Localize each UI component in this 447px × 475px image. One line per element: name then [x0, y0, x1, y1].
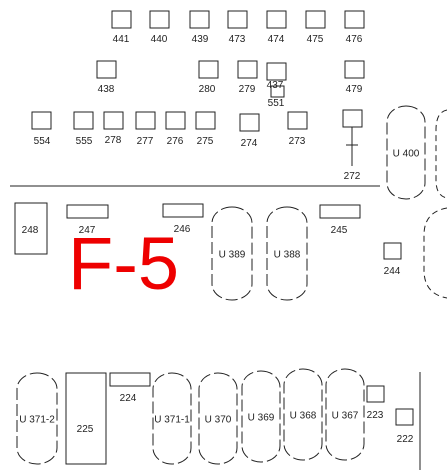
room-box-273 [287, 111, 308, 130]
room-label-551: 551 [268, 98, 285, 109]
capsule-u-367 [325, 368, 365, 461]
unit-box-248 [14, 202, 48, 255]
capsule-label-u-367: U 367 [332, 411, 359, 422]
room-box-223 [366, 385, 385, 403]
room-box-440 [149, 10, 170, 29]
capsule-u-388 [266, 206, 308, 301]
capsule-u-370 [198, 372, 238, 465]
room-box-244 [383, 242, 402, 260]
room-box-280 [198, 60, 219, 79]
room-box-277 [135, 111, 156, 130]
capsule-label-u-389: U 389 [219, 250, 246, 261]
slot-box-245 [319, 204, 361, 219]
capsule-u-389 [211, 206, 253, 301]
slot-label-245: 245 [331, 225, 348, 236]
room-label-279: 279 [239, 84, 256, 95]
room-box-473 [227, 10, 248, 29]
room-label-440: 440 [151, 34, 168, 45]
slot-label-246: 246 [174, 224, 191, 235]
capsule-u-369 [241, 370, 281, 463]
room-label-555: 555 [76, 136, 93, 147]
room-label-272: 272 [344, 171, 361, 182]
room-box-555 [73, 111, 94, 130]
room-label-554: 554 [34, 136, 51, 147]
room-label-274: 274 [241, 138, 258, 149]
capsule-label-u-371-1: U 371-1 [154, 415, 190, 426]
edge-capsule-mid [423, 207, 447, 299]
slot-label-224: 224 [120, 393, 137, 404]
room-label-222: 222 [397, 434, 414, 445]
room-box-222 [395, 408, 414, 426]
capsule-u-371-2 [16, 372, 58, 465]
unit-box-225 [65, 372, 107, 465]
slot-box-224 [109, 372, 151, 387]
room-label-276: 276 [167, 136, 184, 147]
room-box-437 [266, 62, 287, 81]
inner-box-437 [270, 85, 285, 98]
room-label-479: 479 [346, 84, 363, 95]
unit-label-225: 225 [77, 424, 94, 435]
capsule-u-371-1 [152, 372, 192, 465]
room-box-438 [96, 60, 117, 79]
room-box-474 [266, 10, 287, 29]
room-label-244: 244 [384, 266, 401, 277]
room-label-437: 437 [267, 80, 284, 91]
room-box-279 [237, 60, 258, 79]
room-label-476: 476 [346, 34, 363, 45]
room-label-273: 273 [289, 136, 306, 147]
slot-label-247: 247 [79, 225, 96, 236]
unit-label-248: 248 [22, 225, 39, 236]
room-box-276 [165, 111, 186, 130]
room-label-278: 278 [105, 135, 122, 146]
edge-capsule-top [435, 109, 447, 199]
capsule-u-400 [386, 105, 426, 200]
capsule-label-u-370: U 370 [205, 415, 232, 426]
capsule-label-u-400: U 400 [393, 149, 420, 160]
room-box-439 [189, 10, 210, 29]
capsule-label-u-368: U 368 [290, 411, 317, 422]
room-box-479 [344, 60, 365, 79]
room-label-474: 474 [268, 34, 285, 45]
room-label-441: 441 [113, 34, 130, 45]
room-label-439: 439 [192, 34, 209, 45]
zone-label: F-5 [68, 222, 179, 305]
room-box-274 [239, 113, 260, 132]
room-box-554 [31, 111, 52, 130]
room-box-272 [342, 109, 363, 128]
room-label-475: 475 [307, 34, 324, 45]
room-box-475 [305, 10, 326, 29]
capsule-label-u-369: U 369 [248, 413, 275, 424]
room-label-280: 280 [199, 84, 216, 95]
room-label-473: 473 [229, 34, 246, 45]
capsule-u-368 [283, 368, 323, 461]
capsule-label-u-371-2: U 371-2 [19, 415, 55, 426]
slot-box-247 [66, 204, 109, 219]
room-box-476 [344, 10, 365, 29]
slot-box-246 [162, 203, 204, 218]
room-box-278 [103, 111, 124, 130]
room-label-223: 223 [367, 410, 384, 421]
room-label-277: 277 [137, 136, 154, 147]
room-box-441 [111, 10, 132, 29]
capsule-label-u-388: U 388 [274, 250, 301, 261]
room-box-275 [195, 111, 216, 130]
room-label-275: 275 [197, 136, 214, 147]
room-label-438: 438 [98, 84, 115, 95]
